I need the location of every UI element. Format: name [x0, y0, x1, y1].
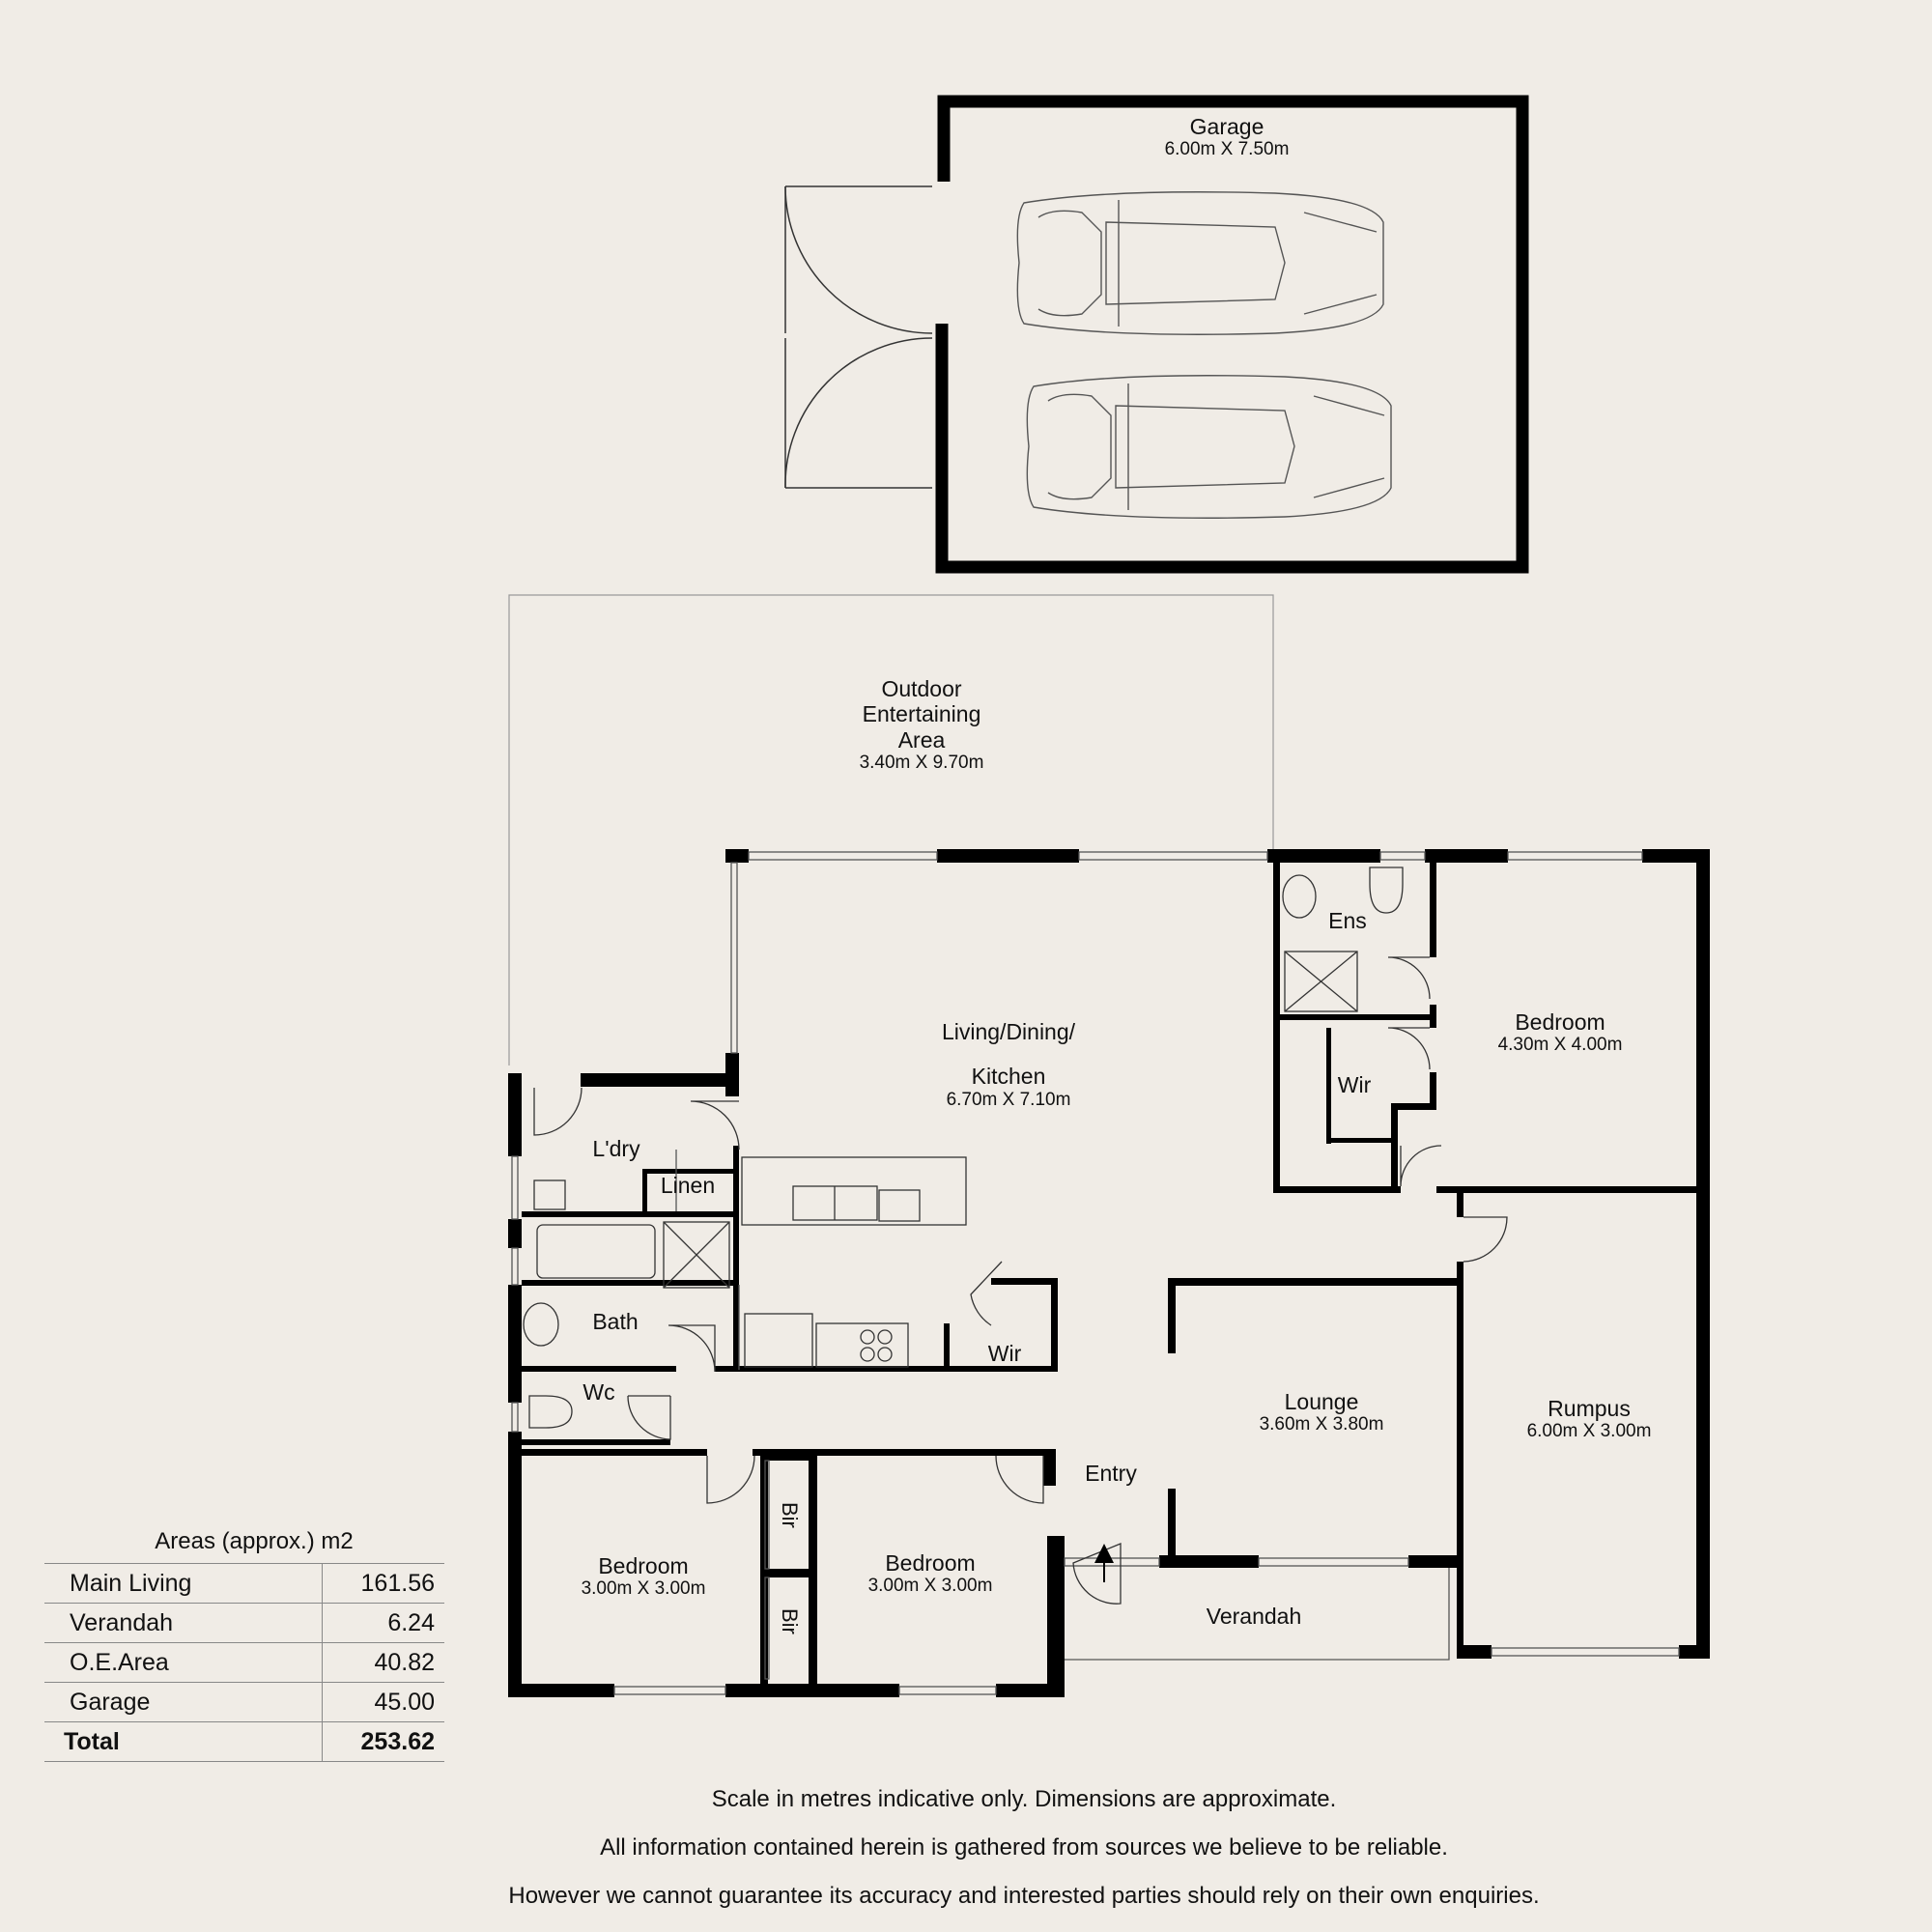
- area-value: 45.00: [322, 1682, 444, 1722]
- lounge-label: Lounge 3.60m X 3.80m: [1260, 1389, 1384, 1435]
- ensuite-basin-icon: [1282, 874, 1317, 919]
- outdoor-dims: 3.40m X 9.70m: [859, 753, 984, 774]
- linen-label: Linen: [661, 1173, 715, 1198]
- wir-master-name: Wir: [1337, 1072, 1372, 1097]
- area-label: Verandah: [44, 1603, 323, 1643]
- wc-name: Wc: [582, 1379, 615, 1405]
- wir-kitchen-label: Wir: [988, 1341, 1021, 1366]
- bath-label: Bath: [592, 1309, 638, 1334]
- car-icon: [1016, 191, 1384, 335]
- area-label: O.E.Area: [44, 1642, 323, 1683]
- disclaimer-line-3: However we cannot guarantee its accuracy…: [508, 1883, 1540, 1909]
- walls: [508, 849, 1710, 1697]
- area-label: Main Living: [44, 1563, 323, 1604]
- kitchen-bench: [741, 1156, 967, 1226]
- lounge-name: Lounge: [1284, 1389, 1359, 1414]
- outdoor-name-1: Outdoor: [881, 676, 962, 701]
- outdoor-name-2: Entertaining: [862, 701, 981, 727]
- toilet-icon: [528, 1395, 573, 1429]
- living-label: Living/Dining/ Kitchen 6.70m X 7.10m: [942, 1019, 1075, 1111]
- bedroom-2-label: Bedroom 3.00m X 3.00m: [582, 1553, 706, 1600]
- bedroom-2-dims: 3.00m X 3.00m: [581, 1578, 706, 1600]
- table-row: Main Living 161.56: [44, 1563, 444, 1604]
- area-label: Garage: [44, 1682, 323, 1722]
- master-bedroom-dims: 4.30m X 4.00m: [1497, 1035, 1623, 1056]
- ensuite-shower-icon: [1284, 951, 1358, 1012]
- rumpus-dims: 6.00m X 3.00m: [1526, 1421, 1652, 1442]
- total-value: 253.62: [322, 1721, 444, 1762]
- table-row: Garage 45.00: [44, 1682, 444, 1722]
- master-bedroom-label: Bedroom 4.30m X 4.00m: [1498, 1009, 1623, 1056]
- fridge-icon: [744, 1313, 813, 1368]
- cooktop-icon: [815, 1322, 909, 1368]
- door-swings: [533, 956, 1508, 1605]
- laundry-name: L'dry: [592, 1136, 640, 1161]
- verandah-label: Verandah: [1207, 1604, 1301, 1629]
- windows: [511, 851, 1680, 1695]
- wc-label: Wc: [582, 1379, 614, 1405]
- lounge-dims: 3.60m X 3.80m: [1259, 1414, 1384, 1435]
- wir-kitchen-name: Wir: [987, 1341, 1022, 1366]
- table-row: Verandah 6.24: [44, 1603, 444, 1643]
- garage-structure: [784, 95, 1529, 574]
- disclaimer-line-1: Scale in metres indicative only. Dimensi…: [711, 1786, 1337, 1812]
- wir-master-label: Wir: [1338, 1072, 1371, 1097]
- linen-name: Linen: [660, 1173, 716, 1198]
- outdoor-label: Outdoor Entertaining Area 3.40m X 9.70m: [860, 676, 984, 774]
- bir-2-label: Bir: [778, 1608, 802, 1634]
- ensuite-toilet-icon: [1369, 867, 1404, 914]
- garage-dims: 6.00m X 7.50m: [1164, 139, 1290, 160]
- bathtub-icon: [536, 1224, 656, 1279]
- area-value: 161.56: [322, 1563, 444, 1604]
- shower-icon: [663, 1221, 730, 1289]
- disclaimer-line-2: All information contained herein is gath…: [600, 1834, 1448, 1861]
- garage-label: Garage 6.00m X 7.50m: [1165, 114, 1290, 160]
- bedroom-2-name: Bedroom: [598, 1553, 689, 1578]
- areas-table: Areas (approx.) m2 Main Living 161.56 Ve…: [44, 1528, 444, 1762]
- garage-doors: [784, 185, 933, 489]
- master-bedroom-name: Bedroom: [1515, 1009, 1605, 1035]
- areas-title: Areas (approx.) m2: [155, 1528, 354, 1554]
- living-name-2: Kitchen: [971, 1064, 1046, 1090]
- entry-label: Entry: [1085, 1461, 1137, 1486]
- outdoor-area-outline: [508, 594, 1274, 1065]
- garage-name: Garage: [1189, 114, 1264, 139]
- laundry-label: L'dry: [592, 1136, 639, 1161]
- outdoor-name-3: Area: [897, 726, 946, 753]
- bath-name: Bath: [592, 1309, 639, 1334]
- area-value: 40.82: [322, 1642, 444, 1683]
- fixtures: [523, 867, 1404, 1429]
- table-row: O.E.Area 40.82: [44, 1642, 444, 1683]
- entry-arrow-icon: [1094, 1544, 1114, 1582]
- laundry-tub-icon: [533, 1179, 566, 1210]
- bir-1-label: Bir: [778, 1502, 802, 1528]
- ens-label: Ens: [1328, 908, 1367, 933]
- dishwasher-icon: [878, 1189, 921, 1222]
- bathroom-basin-icon: [523, 1302, 559, 1347]
- total-label: Total: [44, 1721, 323, 1762]
- bedroom-3-name: Bedroom: [885, 1550, 976, 1576]
- bedroom-3-dims: 3.00m X 3.00m: [867, 1576, 993, 1597]
- total-row: Total 253.62: [44, 1721, 444, 1762]
- rumpus-name: Rumpus: [1548, 1396, 1631, 1421]
- area-value: 6.24: [322, 1603, 444, 1643]
- bedroom-3-label: Bedroom 3.00m X 3.00m: [868, 1550, 993, 1597]
- disclaimer: Scale in metres indicative only. Dimensi…: [0, 1776, 1932, 1920]
- verandah-name: Verandah: [1206, 1604, 1302, 1629]
- ens-name: Ens: [1328, 908, 1367, 933]
- car-icon: [1026, 375, 1392, 519]
- rumpus-label: Rumpus 6.00m X 3.00m: [1527, 1396, 1652, 1442]
- living-name-1: Living/Dining/: [941, 1019, 1076, 1044]
- living-dims: 6.70m X 7.10m: [946, 1089, 1071, 1110]
- entry-name: Entry: [1085, 1461, 1137, 1486]
